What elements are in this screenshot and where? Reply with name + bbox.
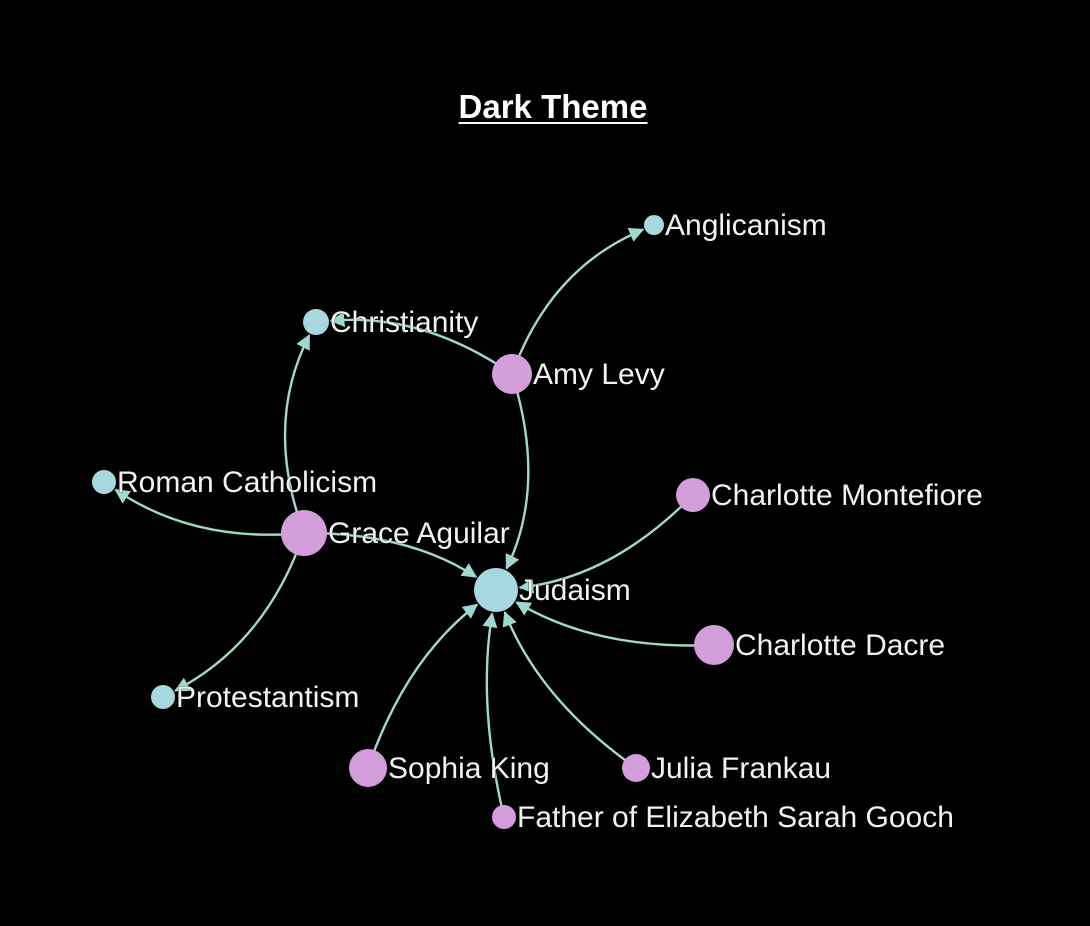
edge-amy-levy-to-anglicanism [510,227,645,375]
node-label-charlotte-dacre: Charlotte Dacre [735,629,945,662]
node-label-grace-aguilar: Grace Aguilar [328,517,510,550]
node-circle-anglicanism[interactable] [644,215,664,235]
node-judaism[interactable]: Judaism [474,568,631,612]
node-label-julia-frankau: Julia Frankau [651,752,831,785]
node-christianity[interactable]: Christianity [303,306,479,339]
edge-charlotte-montefiore-to-judaism [518,494,694,594]
edge-charlotte-dacre-to-judaism [515,601,715,647]
node-circle-christianity[interactable] [303,309,329,335]
node-label-protestantism: Protestantism [176,681,359,714]
node-roman-catholicism[interactable]: Roman Catholicism [92,466,377,499]
node-grace-aguilar[interactable]: Grace Aguilar [281,510,510,556]
node-circle-charlotte-dacre[interactable] [694,625,734,665]
node-circle-protestantism[interactable] [151,685,175,709]
node-circle-amy-levy[interactable] [492,354,532,394]
diagram-title: Dark Theme [458,88,648,125]
node-circle-sophia-king[interactable] [349,749,387,787]
node-circle-roman-catholicism[interactable] [92,470,116,494]
node-charlotte-montefiore[interactable]: Charlotte Montefiore [676,478,983,512]
node-sophia-king[interactable]: Sophia King [349,749,550,787]
node-label-father-of-elizabeth-sarah-gooch: Father of Elizabeth Sarah Gooch [517,801,954,834]
edge-layer [114,227,715,818]
edge-julia-frankau-to-judaism [502,610,637,769]
edge-amy-levy-to-christianity [329,312,513,375]
node-anglicanism[interactable]: Anglicanism [644,209,827,242]
edge-grace-aguilar-to-christianity [283,334,311,534]
edge-grace-aguilar-to-judaism [303,531,478,578]
node-label-roman-catholicism: Roman Catholicism [117,466,377,499]
node-father-of-elizabeth-sarah-gooch[interactable]: Father of Elizabeth Sarah Gooch [492,801,954,834]
node-label-anglicanism: Anglicanism [665,209,827,242]
node-label-judaism: Judaism [519,574,631,607]
edge-amy-levy-to-judaism [505,373,530,570]
edge-sophia-king-to-judaism [366,603,479,769]
node-amy-levy[interactable]: Amy Levy [492,354,665,394]
node-label-christianity: Christianity [330,306,478,339]
node-circle-grace-aguilar[interactable] [281,510,327,556]
node-circle-charlotte-montefiore[interactable] [676,478,710,512]
node-circle-father-of-elizabeth-sarah-gooch[interactable] [492,805,516,829]
node-label-charlotte-montefiore: Charlotte Montefiore [711,479,983,512]
node-label-amy-levy: Amy Levy [533,358,665,391]
node-julia-frankau[interactable]: Julia Frankau [622,752,831,785]
node-circle-julia-frankau[interactable] [622,754,650,782]
node-label-sophia-king: Sophia King [388,752,550,785]
edge-father-of-elizabeth-sarah-gooch-to-judaism [482,612,506,818]
node-charlotte-dacre[interactable]: Charlotte Dacre [694,625,945,665]
node-protestantism[interactable]: Protestantism [151,681,360,714]
node-circle-judaism[interactable] [474,568,518,612]
edge-grace-aguilar-to-roman-catholicism [114,488,305,536]
edge-grace-aguilar-to-protestantism [174,532,306,692]
